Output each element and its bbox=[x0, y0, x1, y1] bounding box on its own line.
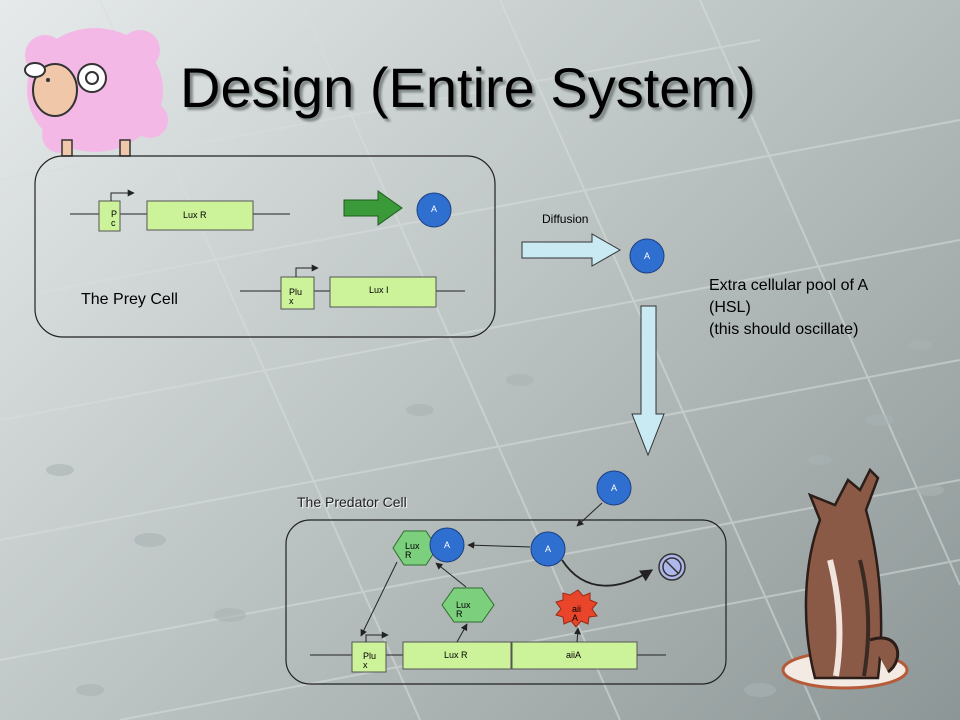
background-dots bbox=[46, 340, 944, 697]
predator-protein-luxr-label: Lux R bbox=[456, 600, 471, 620]
predator-signal-a bbox=[530, 531, 566, 567]
degradation-arrow bbox=[561, 559, 654, 587]
prey-signal-a-label: A bbox=[431, 204, 438, 214]
luxr-to-complex-arrow bbox=[435, 562, 467, 588]
predator-complex-luxr-label: Lux R bbox=[405, 541, 420, 561]
degradation-icon bbox=[658, 553, 686, 581]
predator-promoter-plux-label: Plu x bbox=[363, 651, 377, 671]
predator-cell-label: The Predator Cell bbox=[297, 494, 407, 510]
incoming-signal-a bbox=[596, 470, 632, 506]
prey-cell-label: The Prey Cell bbox=[81, 291, 178, 308]
prey-promoter-plux-label: Plu x bbox=[289, 287, 303, 307]
sheep-icon bbox=[24, 28, 168, 157]
pool-signal-a-label: A bbox=[644, 251, 651, 261]
predator-promoter-plux bbox=[351, 641, 387, 673]
activation-arrow bbox=[360, 561, 398, 637]
predator-protein-aiia bbox=[555, 589, 598, 628]
predator-cell-membrane bbox=[285, 519, 727, 685]
predator-complex-a-label: A bbox=[444, 540, 451, 550]
prey-signal-a bbox=[416, 192, 452, 228]
prey-promoter-pc bbox=[98, 200, 121, 232]
diffusion-label: Diffusion bbox=[542, 212, 589, 226]
prey-promoter-pc-arrow bbox=[110, 189, 135, 201]
aiia-gene-expression-arrow bbox=[574, 627, 582, 643]
prey-promoter-pc-label: P c bbox=[111, 209, 117, 229]
prey-gene-luxr bbox=[146, 200, 254, 231]
predator-signal-a-label: A bbox=[545, 544, 552, 554]
pool-signal-a bbox=[629, 238, 665, 274]
prey-gene-luxi bbox=[329, 276, 437, 308]
pool-label-line3: (this should oscillate) bbox=[709, 321, 859, 338]
prey-production-arrow bbox=[343, 190, 403, 226]
wolf-icon bbox=[781, 467, 909, 690]
predator-gene-luxr-label: Lux R bbox=[444, 650, 468, 660]
pool-label-line1: Extra cellular pool of A bbox=[709, 277, 869, 294]
prey-cell-membrane bbox=[34, 155, 496, 338]
slide-title: Design (Entire System) bbox=[180, 56, 756, 119]
luxr-gene-expression-arrow bbox=[456, 623, 468, 643]
down-arrow bbox=[631, 305, 665, 457]
pool-label-line2: (HSL) bbox=[709, 299, 751, 316]
predator-gene-luxr bbox=[402, 641, 512, 670]
predator-influx-arrow bbox=[576, 502, 603, 527]
predator-gene-aiia-label: aiiA bbox=[566, 650, 582, 660]
prey-gene-luxr-label: Lux R bbox=[183, 210, 207, 220]
predator-complex-a bbox=[429, 527, 465, 563]
predator-protein-aiia-label: aii A bbox=[572, 604, 582, 624]
signal-binding-arrow bbox=[467, 541, 531, 549]
incoming-signal-a-label: A bbox=[611, 483, 618, 493]
prey-gene-luxi-label: Lux I bbox=[369, 285, 389, 295]
prey-promoter-plux-arrow bbox=[295, 264, 319, 277]
prey-promoter-plux bbox=[280, 276, 315, 310]
diffusion-arrow bbox=[521, 233, 622, 267]
predator-protein-luxr bbox=[441, 587, 495, 623]
predator-gene-aiia bbox=[511, 641, 638, 670]
